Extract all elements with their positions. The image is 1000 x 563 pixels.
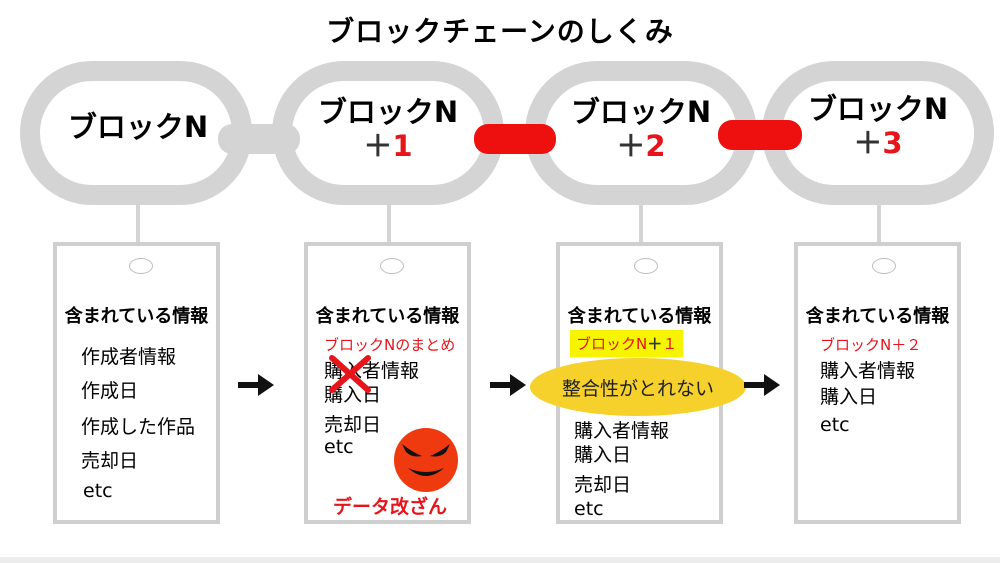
block-label-2: ブロックN ＋1 (292, 95, 484, 163)
info-item: etc (574, 498, 604, 520)
inconsistency-warning: 整合性がとれない (530, 358, 746, 416)
info-item: 作成者情報 (81, 346, 177, 368)
tamper-label: データ改ざん (333, 496, 448, 518)
info-item: 売却日 (574, 474, 632, 496)
block-number: 3 (882, 126, 903, 160)
block-summary: ブロックN＋２ (820, 336, 922, 354)
block-number: 2 (645, 129, 666, 163)
warning-text: 整合性がとれない (561, 377, 714, 400)
info-item: etc (83, 480, 113, 502)
devil-face-icon (394, 428, 458, 492)
block-label-4: ブロックN ＋3 (782, 92, 974, 160)
bottom-divider (0, 557, 1000, 563)
block-summary: ブロックNのまとめ (324, 336, 456, 354)
tag-heading: 含まれている情報 (64, 306, 209, 327)
tag-heading: 含まれている情報 (805, 306, 950, 327)
diagram-title: ブロックチェーンのしくみ (326, 15, 674, 48)
plus-sign: ＋ (616, 129, 646, 163)
plus-sign: ＋ (853, 126, 883, 160)
info-item: 作成した作品 (81, 416, 196, 438)
block-summary-highlight: ブロックN＋１ (570, 330, 684, 357)
info-item: 購入日 (820, 386, 878, 408)
block-name: ブロックN (67, 110, 209, 144)
arrow-right-icon (744, 374, 780, 396)
tag-heading: 含まれている情報 (315, 306, 460, 327)
block-number: 1 (392, 129, 413, 163)
connector-broken-2 (718, 120, 802, 150)
tag-heading: 含まれている情報 (567, 306, 712, 327)
info-tag-4: 含まれている情報 ブロックN＋２ 購入者情報 購入日 etc (794, 242, 961, 524)
info-item: 売却日 (81, 450, 139, 472)
tag-hole (872, 258, 896, 274)
plus-sign: ＋ (647, 335, 663, 353)
info-item: 購入者情報 (820, 360, 916, 382)
info-tag-2: 含まれている情報 ブロックNのまとめ 購入者情報 購入日 売却日 etc (304, 242, 471, 524)
info-item: 作成日 (81, 380, 139, 402)
summary-prefix: ブロックN (576, 335, 648, 353)
arrow-right-icon (490, 374, 526, 396)
info-item: etc (820, 414, 850, 436)
tag-hole (380, 258, 404, 274)
block-name: ブロックN (317, 95, 459, 129)
info-item: 購入日 (574, 444, 632, 466)
block-name: ブロックN (570, 95, 712, 129)
info-item: 購入者情報 (574, 420, 670, 442)
arrow-right-icon (238, 374, 274, 396)
cross-mark-icon (329, 355, 371, 393)
connector-gray (218, 124, 300, 154)
block-label-3: ブロックN ＋2 (545, 95, 737, 163)
block-label-1: ブロックN (42, 110, 234, 144)
tag-hole (129, 258, 153, 274)
block-name: ブロックN (807, 92, 949, 126)
connector-broken-1 (474, 124, 556, 154)
info-item: etc (324, 436, 354, 458)
summary-number: １ (662, 335, 678, 353)
info-item: 売却日 (324, 414, 382, 436)
tag-hole (634, 258, 658, 274)
info-tag-1: 含まれている情報 作成者情報 作成日 作成した作品 売却日 etc (53, 242, 220, 524)
plus-sign: ＋ (363, 129, 393, 163)
